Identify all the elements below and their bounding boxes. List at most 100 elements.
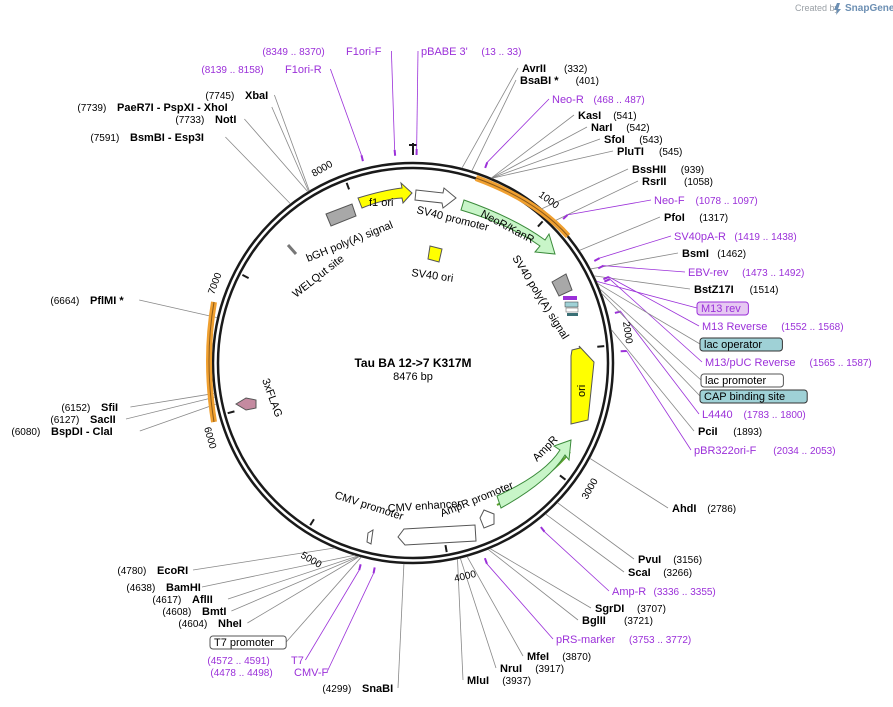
feature-welqut[interactable] [286,244,298,255]
boxed-feature-bg [699,337,783,352]
enzyme-site[interactable]: BglII(3721) [582,615,653,627]
feature-sv40-polya[interactable] [551,273,573,297]
enzyme-position: (4617) [152,595,181,606]
enzyme-site[interactable]: BsmI(1462) [682,248,746,260]
primer-site[interactable]: EBV-rev(1473 .. 1492) [688,267,804,279]
enzyme-site[interactable]: BstZ17I(1514) [694,284,779,296]
enzyme-site[interactable]: (7739)PaeR7I - PspXI - XhoI [77,102,227,114]
primer-site[interactable]: (4478 .. 4498)CMV-F [210,667,328,679]
feature-cmv-promoter[interactable] [366,529,374,545]
feature-ori[interactable] [570,345,595,425]
enzyme-site[interactable]: MluI(3937) [467,675,531,687]
boxed-feature[interactable]: lac operator [699,337,783,352]
enzyme-name: MluI [467,675,489,687]
enzyme-position: (4299) [322,684,351,695]
boxed-feature[interactable]: M13 rev [696,301,749,316]
primer-site[interactable]: pBR322ori-F(2034 .. 2053) [694,445,836,457]
enzyme-site[interactable]: SfoI(543) [604,134,663,146]
primer-site[interactable]: (4572 .. 4591)T7 [207,655,303,667]
tick-mark [309,518,315,526]
primer-site[interactable]: pRS-marker(3753 .. 3772) [556,634,691,646]
enzyme-name: PflMI * [90,295,124,307]
primer-mark [360,155,364,162]
enzyme-site[interactable]: (4617)AflII [152,594,212,606]
enzyme-site[interactable]: (4780)EcoRI [117,565,188,577]
enzyme-site[interactable]: MfeI(3870) [527,651,591,663]
primer-position: (1419 .. 1438) [734,232,796,243]
enzyme-site[interactable]: (4638)BamHI [126,582,200,594]
feature-sv40-ori[interactable] [427,245,443,263]
feature-cmv-enhancer[interactable] [397,524,477,546]
primer-mark [603,278,611,283]
enzyme-site[interactable]: (6127)SacII [50,414,115,426]
enzyme-position: (1514) [750,285,779,296]
feature-3xflag[interactable] [235,397,257,411]
primer-position: (3753 .. 3772) [629,635,691,646]
enzyme-leader [192,547,335,571]
leader-lines [125,50,703,689]
primer-name: F1ori-R [285,64,322,76]
feature-f1-ori[interactable] [357,181,413,209]
primer-name: pBR322ori-F [694,445,757,457]
boxed-feature[interactable]: lac promoter [700,373,784,388]
feature-ampr-promoter[interactable] [479,509,495,529]
enzyme-site[interactable]: NarI(542) [591,122,650,134]
primer-name: F1ori-F [346,46,382,58]
enzyme-site[interactable]: (6664)PflMI * [50,295,124,307]
primer-leader [486,98,550,163]
enzyme-name: AvrII [522,63,546,75]
enzyme-site[interactable]: BssHII(939) [632,164,704,176]
primer-site[interactable]: M13/pUC Reverse(1565 .. 1587) [705,357,872,369]
feature-ampr[interactable] [496,439,572,509]
primer-site[interactable]: (8139 .. 8158)F1ori-R [201,64,321,76]
enzyme-site[interactable]: ScaI(3266) [628,567,692,579]
primer-site[interactable]: SV40pA-R(1419 .. 1438) [674,231,797,243]
feature-neor-kanr[interactable] [460,199,556,255]
feature-label-ori: ori [576,385,588,397]
enzyme-site[interactable]: (7591)BsmBI - Esp3I [90,132,204,144]
primer-site[interactable]: Neo-F(1078 .. 1097) [654,195,758,207]
feature-bgh-polya[interactable] [325,203,357,227]
primer-site[interactable]: L4440(1783 .. 1800) [702,409,806,421]
box-leader [596,281,698,309]
enzyme-position: (3707) [637,604,666,615]
enzyme-site[interactable]: AvrII(332) [522,63,587,75]
primer-name: M13 Reverse [702,321,767,333]
primer-position: (13 .. 33) [481,47,521,58]
enzyme-leader [397,563,405,689]
primer-site[interactable]: pBABE 3' (13 .. 33) [421,46,521,58]
enzyme-site[interactable]: PvuI(3156) [638,554,702,566]
enzyme-site[interactable]: BsaBI *(401) [520,75,599,87]
primer-site[interactable]: Amp-R(3336 .. 3355) [612,586,716,598]
primer-name: pBABE 3' [421,46,468,58]
primer-mark [483,557,488,565]
primer-site[interactable]: (8349 .. 8370)F1ori-F [262,46,381,58]
primer-name: M13/pUC Reverse [705,357,795,369]
enzyme-site[interactable]: (4608)BmtI [162,606,226,618]
enzyme-site[interactable]: (6080)BspDI - ClaI [11,426,112,438]
boxed-feature[interactable]: T7 promoter [209,635,287,650]
enzyme-site[interactable]: (7733)NotI [175,114,236,126]
enzyme-site[interactable]: NruI(3917) [500,663,564,675]
enzyme-site[interactable]: AhdI(2786) [672,503,736,515]
enzyme-site[interactable]: (4299)SnaBI [322,683,393,695]
enzyme-site[interactable]: PluTI(545) [617,146,682,158]
enzyme-name: BamHI [166,582,201,594]
primer-site[interactable]: Neo-R(468 .. 487) [552,94,645,106]
primer-site[interactable]: M13 Reverse(1552 .. 1568) [702,321,844,333]
enzyme-position: (2786) [707,504,736,515]
primer-mark [597,264,605,270]
enzyme-site[interactable]: SgrDI(3707) [595,603,666,615]
enzyme-site[interactable]: KasI(541) [578,110,637,122]
enzyme-site[interactable]: PciI(1893) [698,426,762,438]
enzyme-site[interactable]: (7745)XbaI [205,90,268,102]
enzyme-site[interactable]: (4604)NheI [178,618,241,630]
enzyme-site[interactable]: PfoI(1317) [664,212,728,224]
enzyme-site[interactable]: RsrII(1058) [642,176,713,188]
enzyme-site[interactable]: (6152)SfiI [61,402,118,414]
enzyme-position: (7591) [90,133,119,144]
boxed-feature[interactable]: CAP binding site [699,389,808,404]
feature-sv40-promoter[interactable] [414,187,457,209]
enzyme-name: NruI [500,663,522,675]
tick-mark [597,345,605,348]
